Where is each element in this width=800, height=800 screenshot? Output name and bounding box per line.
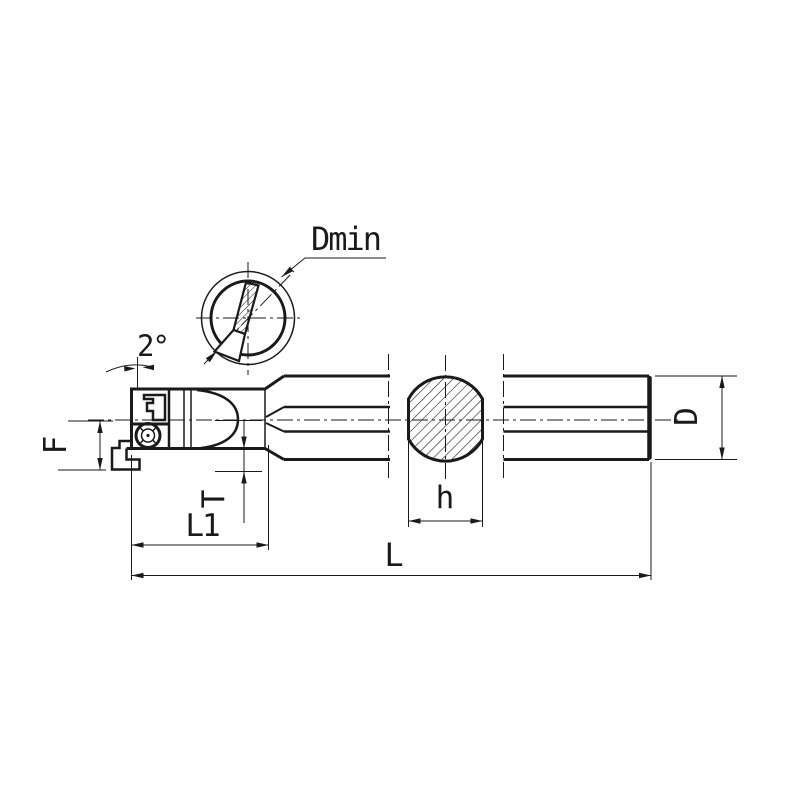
dimension-f: F — [38, 420, 113, 471]
dimension-l: L — [131, 462, 652, 580]
angle-label: 2° — [137, 329, 168, 363]
pocket-recess — [196, 388, 240, 450]
dimension-l-label: L — [384, 536, 402, 574]
dmin-detail-view: Dmin — [196, 220, 386, 375]
dimension-d: D — [655, 375, 737, 460]
insert-clamp — [142, 393, 167, 422]
dimension-f-label: F — [38, 437, 74, 454]
dimension-t: T — [196, 420, 262, 523]
dimension-h-label: h — [436, 480, 453, 516]
dimension-l1: L1 — [131, 445, 269, 580]
cone-transition — [264, 374, 285, 461]
dmin-leader — [281, 257, 386, 278]
dimension-d-label: D — [669, 409, 705, 426]
leader-arrowhead — [281, 266, 294, 277]
clamp-screw — [134, 422, 162, 449]
dimension-t-label: T — [196, 490, 232, 508]
section-direction-arrow — [205, 351, 217, 363]
shank-segment-1 — [284, 354, 390, 481]
tool-head — [110, 387, 265, 471]
insert-tip-profile — [110, 439, 141, 471]
dimension-l1-label: L1 — [185, 508, 219, 544]
dmin-label: Dmin — [311, 220, 380, 258]
detail-holder-tip — [212, 328, 247, 363]
angle-annotation: 2° — [105, 329, 170, 389]
shank-cross-section — [407, 355, 484, 483]
shank-segment-2 — [503, 354, 652, 481]
dimension-h: h — [408, 441, 483, 527]
detail-insert-section — [232, 281, 260, 336]
